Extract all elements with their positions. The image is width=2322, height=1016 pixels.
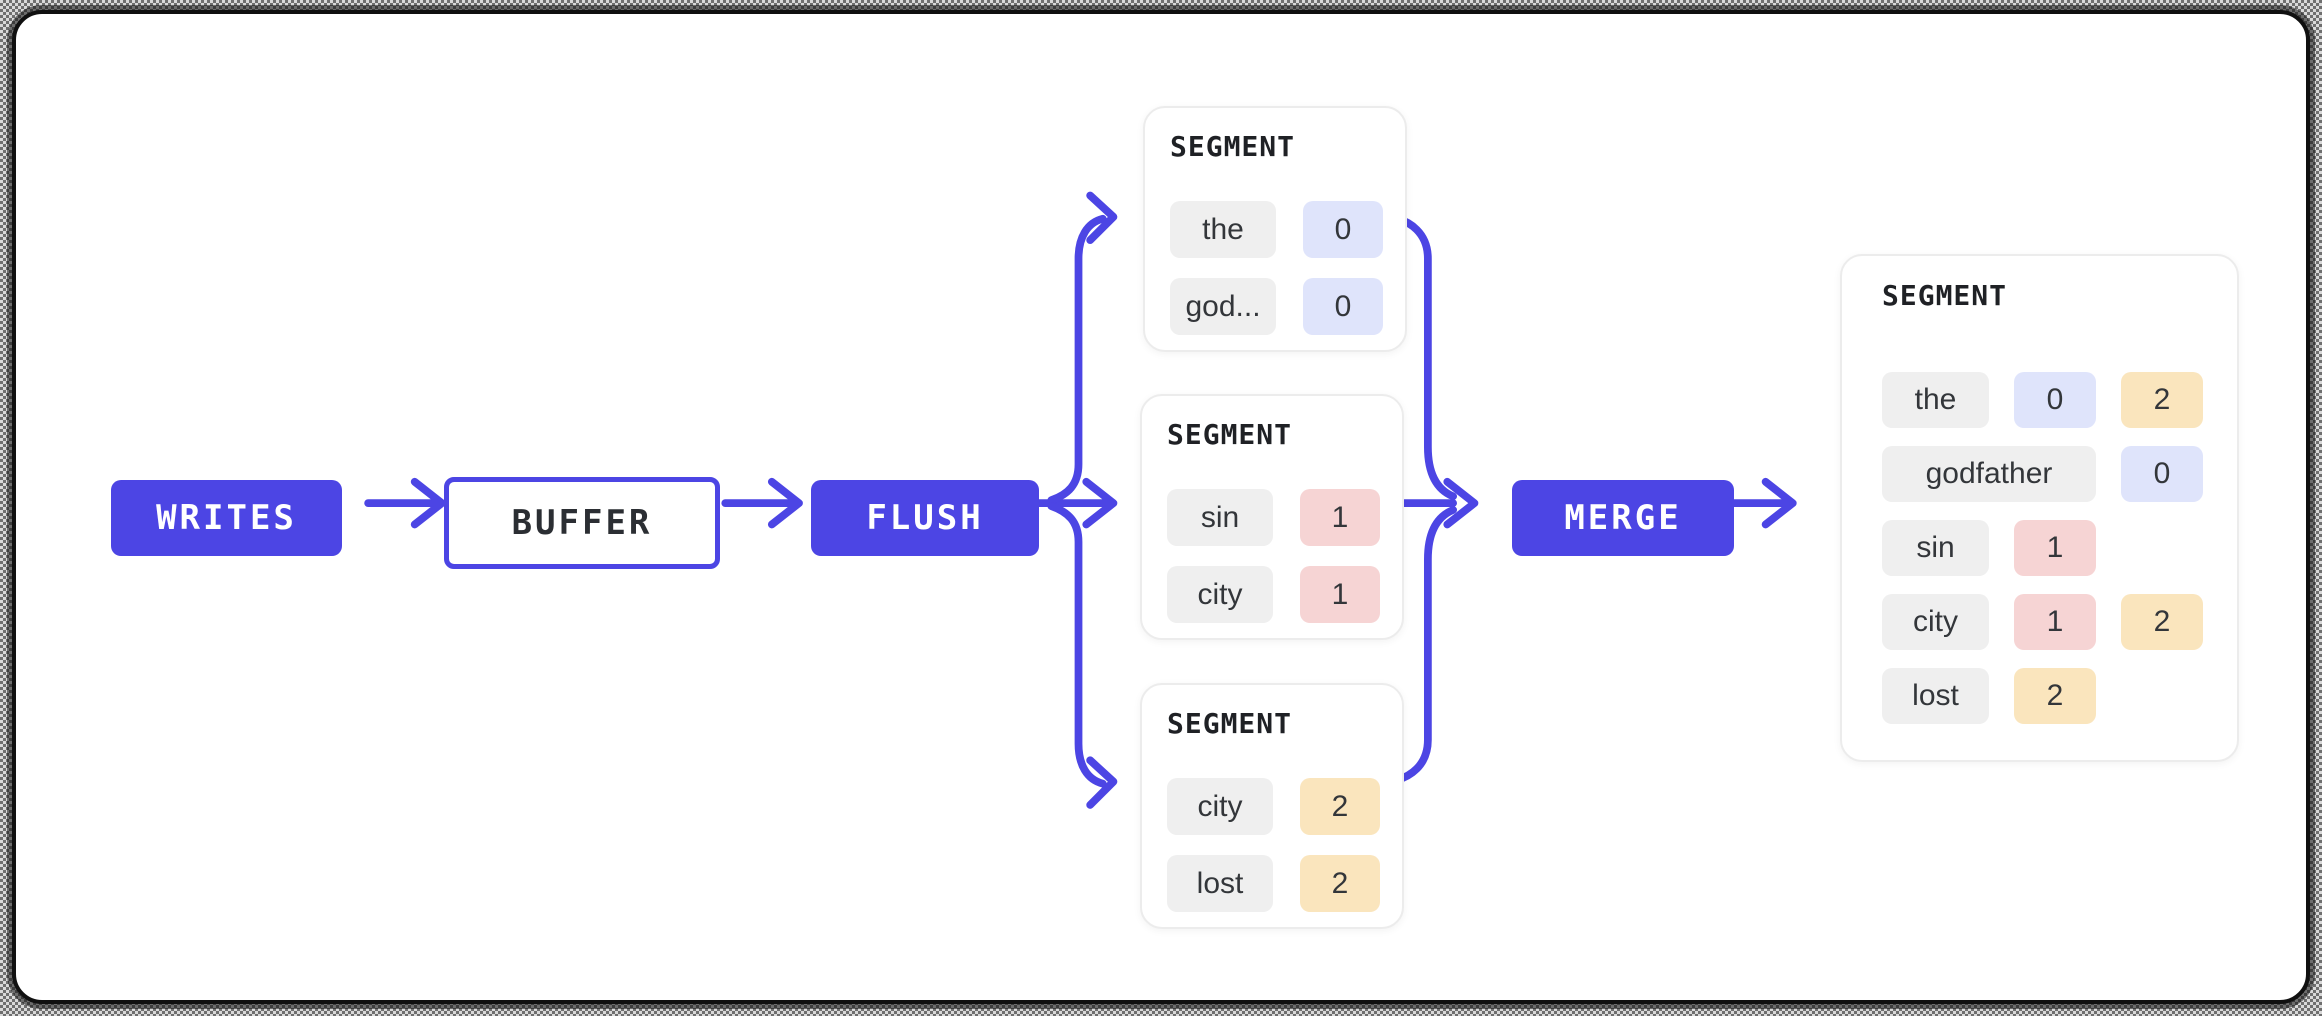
- merge-node-label: MERGE: [1564, 498, 1682, 538]
- token-chip: lost: [1167, 855, 1273, 912]
- segment-row: lost 2: [1882, 668, 2205, 724]
- token-chip: city: [1882, 594, 1989, 650]
- segment-row: god... 0: [1170, 278, 1383, 335]
- arrow-writes-to-buffer: [364, 477, 446, 529]
- doc-id-chip: 1: [1300, 489, 1380, 546]
- segment-card-3: SEGMENT city 2 lost 2: [1140, 683, 1404, 929]
- doc-id-chip: 2: [2121, 594, 2203, 650]
- doc-id-chip: 0: [2014, 372, 2096, 428]
- token-chip: lost: [1882, 668, 1989, 724]
- token-chip: sin: [1167, 489, 1273, 546]
- doc-id-chip: 1: [1300, 566, 1380, 623]
- segment-row: lost 2: [1167, 855, 1380, 912]
- doc-id-chip: 0: [2121, 446, 2203, 502]
- token-chip: the: [1170, 201, 1276, 258]
- doc-id-chip: 2: [1300, 778, 1380, 835]
- buffer-node-label: BUFFER: [511, 503, 653, 543]
- writes-node: WRITES: [111, 480, 342, 556]
- segment-row: city 2: [1167, 778, 1380, 835]
- flush-node-label: FLUSH: [866, 498, 984, 538]
- token-chip: sin: [1882, 520, 1989, 576]
- doc-id-chip: 0: [1303, 201, 1383, 258]
- arrow-converge-to-merge: [1389, 477, 1479, 529]
- arrow-flush-fanout-bottom: [1047, 502, 1118, 809]
- doc-id-chip: 2: [2121, 372, 2203, 428]
- token-chip: the: [1882, 372, 1989, 428]
- segment-card-2: SEGMENT sin 1 city 1: [1140, 394, 1404, 640]
- segment-row: the 0: [1170, 201, 1383, 258]
- doc-id-chip: 1: [2014, 520, 2096, 576]
- buffer-node: BUFFER: [444, 477, 720, 569]
- writes-node-label: WRITES: [156, 498, 297, 538]
- token-chip: godfather: [1882, 446, 2096, 502]
- segment-card-1: SEGMENT the 0 god... 0: [1143, 106, 1407, 352]
- doc-id-chip: 2: [1300, 855, 1380, 912]
- arrow-flush-fanout-top: [1047, 191, 1118, 505]
- segment-row: city 1: [1167, 566, 1380, 623]
- segment-row: sin 1: [1882, 520, 2205, 576]
- segment-card-title: SEGMENT: [1167, 707, 1293, 740]
- arrow-buffer-to-flush: [721, 477, 803, 529]
- flush-node: FLUSH: [811, 480, 1039, 556]
- segment-row: godfather 0: [1882, 446, 2205, 502]
- token-chip: city: [1167, 566, 1273, 623]
- token-chip: god...: [1170, 278, 1276, 335]
- segment-rows: sin 1 city 1: [1167, 489, 1380, 623]
- segment-row: sin 1: [1167, 489, 1380, 546]
- segment-card-title: SEGMENT: [1167, 418, 1293, 451]
- segment-rows: city 2 lost 2: [1167, 778, 1380, 912]
- arrow-flush-fanout-middle: [1027, 477, 1118, 529]
- token-chip: city: [1167, 778, 1273, 835]
- doc-id-chip: 1: [2014, 594, 2096, 650]
- segment-rows: the 0 god... 0: [1170, 201, 1383, 335]
- segment-card-title: SEGMENT: [1170, 130, 1296, 163]
- doc-id-chip: 2: [2014, 668, 2096, 724]
- segment-card-title: SEGMENT: [1882, 279, 2008, 312]
- merge-node: MERGE: [1512, 480, 1734, 556]
- doc-id-chip: 0: [1303, 278, 1383, 335]
